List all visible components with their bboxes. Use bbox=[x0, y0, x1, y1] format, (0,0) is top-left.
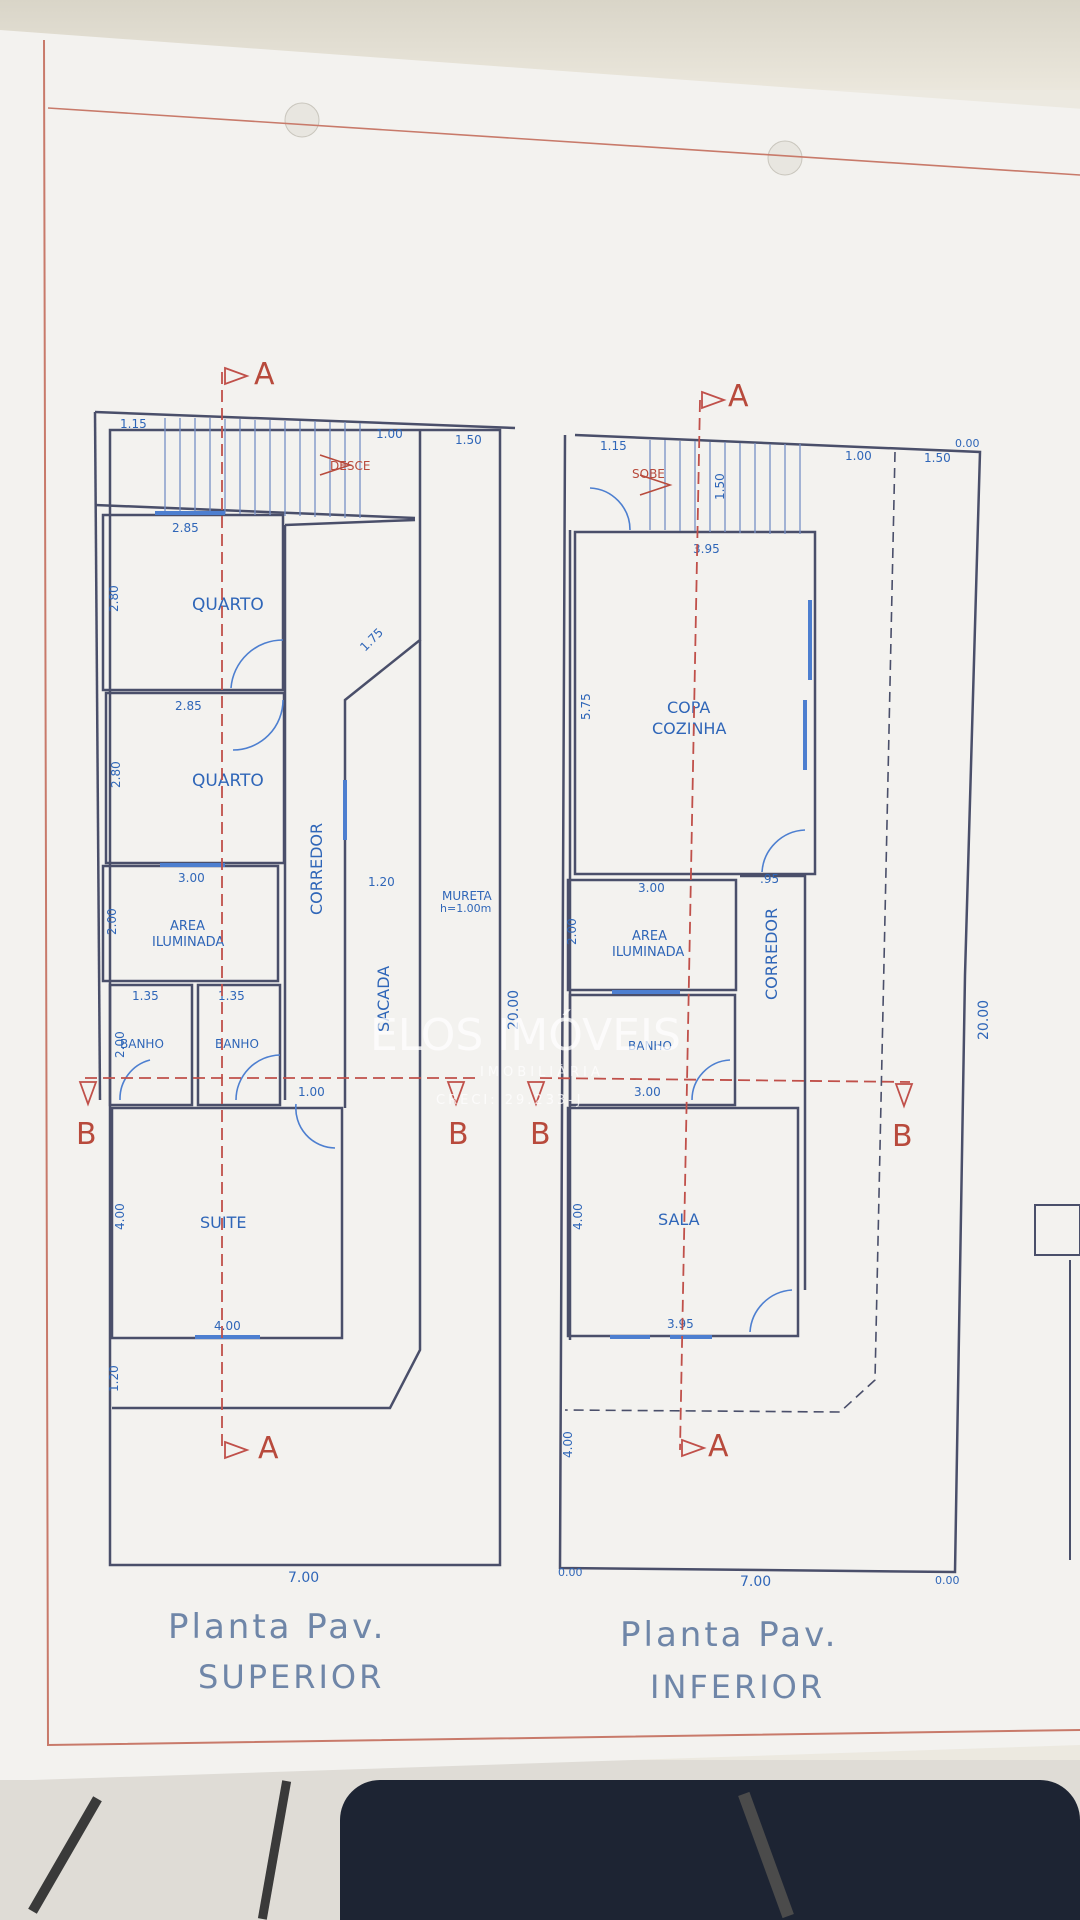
upper-dim-135a: 1.35 bbox=[132, 989, 159, 1003]
lower-dim-150a: 1.50 bbox=[713, 473, 727, 500]
person-shadow bbox=[340, 1780, 1080, 1920]
section-a-top-upper: A bbox=[254, 357, 275, 392]
upper-sacada-label: SACADA bbox=[374, 966, 393, 1032]
upper-area-label-2: ILUMINADA bbox=[152, 935, 224, 950]
upper-desce-label: DESCE bbox=[330, 459, 370, 473]
upper-dim-120b: 1.20 bbox=[107, 1365, 121, 1392]
upper-banho-1-walls bbox=[108, 983, 194, 1107]
frame-top-line bbox=[47, 107, 1080, 176]
upper-banho-2-label: BANHO bbox=[215, 1037, 259, 1051]
section-a-bottom-lower: A bbox=[708, 1429, 729, 1464]
lower-dim-95: .95 bbox=[760, 872, 779, 886]
lower-dim-000b: 0.00 bbox=[558, 1566, 583, 1579]
upper-banho-1-label: BANHO bbox=[120, 1037, 164, 1051]
upper-corredor-label: CORREDOR bbox=[307, 823, 326, 915]
upper-windows bbox=[155, 511, 347, 1339]
lower-area-label-2: ILUMINADA bbox=[612, 945, 684, 960]
upper-dim-2000: 20.00 bbox=[506, 990, 522, 1030]
lower-stair-treads bbox=[649, 440, 801, 534]
lower-windows bbox=[610, 600, 812, 1339]
upper-dim-400b: 4.00 bbox=[214, 1319, 241, 1333]
upper-dim-400: 4.00 bbox=[113, 1203, 127, 1230]
binder-hole-left bbox=[284, 102, 320, 138]
section-arrows bbox=[78, 366, 914, 1460]
upper-dim-175: 1.75 bbox=[357, 625, 386, 654]
upper-door-arcs bbox=[119, 454, 353, 1149]
upper-mureta-label: MURETA bbox=[442, 889, 492, 903]
upper-dim-280b: 2.80 bbox=[109, 761, 123, 788]
section-b-right-lower: B bbox=[892, 1119, 913, 1154]
lower-copa-walls bbox=[573, 530, 817, 876]
blueprint-paper bbox=[0, 30, 1080, 1780]
section-lines bbox=[85, 372, 911, 1451]
upper-dim-285b: 2.85 bbox=[175, 699, 202, 713]
lower-floor-plan bbox=[558, 433, 982, 1574]
binder-hole-right bbox=[767, 140, 803, 176]
upper-dim-120: 1.20 bbox=[368, 875, 395, 889]
lower-dim-200: 2.00 bbox=[565, 918, 579, 945]
lower-dim-000c: 0.00 bbox=[935, 1574, 960, 1587]
upper-dim-285a: 2.85 bbox=[172, 521, 199, 535]
section-b-right-upper: B bbox=[448, 1117, 469, 1152]
upper-area-label: AREA bbox=[170, 919, 205, 934]
upper-dim-150: 1.50 bbox=[455, 433, 482, 447]
upper-dim-200: 2.00 bbox=[105, 908, 119, 935]
lower-dim-115: 1.15 bbox=[600, 439, 627, 453]
upper-floor-plan bbox=[93, 410, 516, 1567]
lower-cozinha-label: COZINHA bbox=[652, 719, 726, 738]
lower-corredor-label: CORREDOR bbox=[762, 908, 781, 1000]
lower-dim-2000: 20.00 bbox=[976, 1000, 992, 1040]
upper-subtitle: SUPERIOR bbox=[198, 1658, 384, 1696]
upper-banho-2-walls bbox=[196, 983, 282, 1107]
upper-dim-135b: 1.35 bbox=[218, 989, 245, 1003]
lower-title: Planta Pav. bbox=[620, 1615, 838, 1655]
lower-copa-label: COPA bbox=[667, 698, 710, 717]
lower-sobe-label: SOBE bbox=[632, 467, 665, 481]
upper-dim-200b: 2.00 bbox=[113, 1031, 127, 1058]
adjacent-sheet-edge bbox=[1034, 1204, 1080, 1560]
lower-area-label: AREA bbox=[632, 929, 667, 944]
upper-dim-115: 1.15 bbox=[120, 417, 147, 431]
upper-dim-700: 7.00 bbox=[288, 1570, 319, 1586]
upper-quarto-1-label: QUARTO bbox=[192, 595, 264, 615]
lower-sala-label: SALA bbox=[658, 1210, 700, 1229]
upper-dim-100b: 1.00 bbox=[298, 1085, 325, 1099]
upper-stair-treads bbox=[164, 418, 361, 518]
lower-dim-400b: 4.00 bbox=[561, 1431, 575, 1458]
lower-dim-700: 7.00 bbox=[740, 1574, 771, 1590]
watermark-creci: CRECI: 29.233-J bbox=[436, 1093, 583, 1108]
lower-dim-100: 1.00 bbox=[845, 449, 872, 463]
lower-dim-575: 5.75 bbox=[579, 693, 593, 720]
watermark-sub: IMOBILIÁRIA bbox=[480, 1064, 604, 1080]
watermark-brand: ELOS IMÓVEIS bbox=[370, 1008, 681, 1061]
lower-dim-400: 4.00 bbox=[571, 1203, 585, 1230]
lower-dim-395b: 3.95 bbox=[667, 1317, 694, 1331]
upper-mureta-height: h=1.00m bbox=[440, 902, 491, 915]
lower-subtitle: INFERIOR bbox=[650, 1668, 825, 1706]
upper-dim-100a: 1.00 bbox=[376, 427, 403, 441]
lower-door-arcs bbox=[589, 474, 806, 1333]
upper-dim-300: 3.00 bbox=[178, 871, 205, 885]
upper-quarto-2-label: QUARTO bbox=[192, 771, 264, 791]
section-b-left-lower: B bbox=[530, 1117, 551, 1152]
lower-dashed-outline bbox=[564, 451, 896, 1413]
lower-dim-300b: 3.00 bbox=[634, 1085, 661, 1099]
upper-title: Planta Pav. bbox=[168, 1607, 386, 1647]
frame-border bbox=[43, 39, 1080, 1747]
upper-suite-label: SUITE bbox=[200, 1213, 246, 1232]
section-b-left-upper: B bbox=[76, 1117, 97, 1152]
lower-dim-150b: 1.50 bbox=[924, 451, 951, 465]
lower-dim-395: 3.95 bbox=[693, 542, 720, 556]
upper-lot-outline bbox=[108, 428, 502, 1567]
lower-dim-300: 3.00 bbox=[638, 881, 665, 895]
lower-dim-000a: 0.00 bbox=[955, 437, 980, 450]
lower-banho-label: BANHO bbox=[628, 1039, 672, 1053]
section-a-top-lower: A bbox=[728, 379, 749, 414]
section-a-bottom-upper: A bbox=[258, 1431, 279, 1466]
upper-dim-280a: 2.80 bbox=[107, 585, 121, 612]
